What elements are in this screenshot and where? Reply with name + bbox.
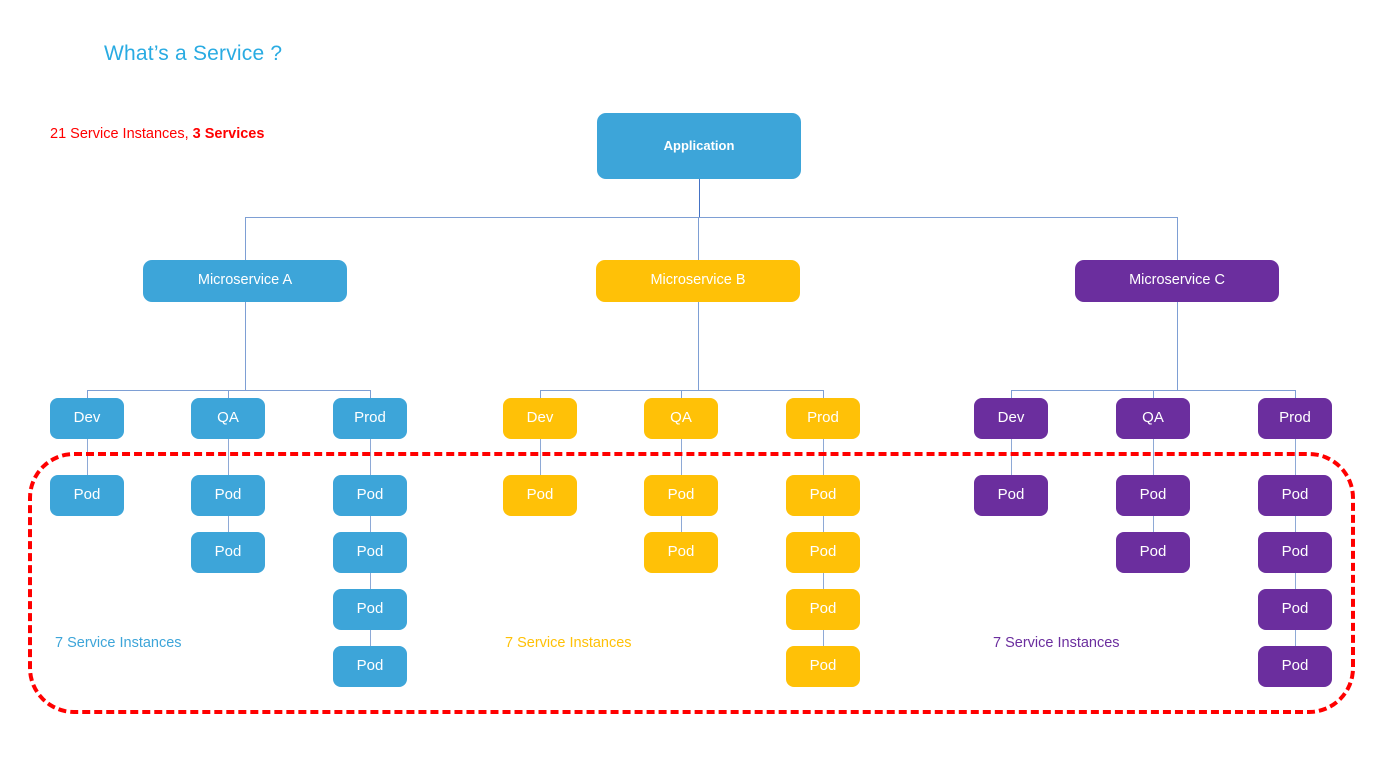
connector-pod-link-b-0-0 <box>540 439 541 475</box>
connector-pod-link-a-1-0 <box>228 439 229 475</box>
node-pod[interactable]: Pod <box>1116 475 1190 516</box>
connector-pod-link-c-2-3 <box>1295 630 1296 646</box>
node-microservice-b[interactable]: Microservice B <box>596 260 800 302</box>
connector-service-stem-b <box>698 302 699 390</box>
connector-pod-link-a-2-0 <box>370 439 371 475</box>
node-env-c-qa[interactable]: QA <box>1116 398 1190 439</box>
totals-emphasis: 3 Services <box>192 126 265 142</box>
node-pod[interactable]: Pod <box>191 532 265 573</box>
node-pod[interactable]: Pod <box>786 589 860 630</box>
connector-service-drop-c <box>1177 217 1178 260</box>
node-pod[interactable]: Pod <box>1258 589 1332 630</box>
node-env-b-dev[interactable]: Dev <box>503 398 577 439</box>
instances-label-b: 7 Service Instances <box>505 635 632 651</box>
node-pod[interactable]: Pod <box>786 532 860 573</box>
connector-env-drop-a-1 <box>228 390 229 398</box>
connector-env-drop-b-1 <box>681 390 682 398</box>
connector-pod-link-c-1-1 <box>1153 516 1154 532</box>
node-pod[interactable]: Pod <box>644 532 718 573</box>
connector-pod-link-c-2-0 <box>1295 439 1296 475</box>
node-pod[interactable]: Pod <box>191 475 265 516</box>
node-pod[interactable]: Pod <box>1258 475 1332 516</box>
node-env-a-dev[interactable]: Dev <box>50 398 124 439</box>
node-pod[interactable]: Pod <box>1258 646 1332 687</box>
connector-pod-link-a-2-2 <box>370 573 371 589</box>
connector-env-drop-c-1 <box>1153 390 1154 398</box>
node-pod[interactable]: Pod <box>1258 532 1332 573</box>
connector-pod-link-c-2-2 <box>1295 573 1296 589</box>
connector-service-drop-b <box>698 217 699 260</box>
connector-pod-link-b-2-2 <box>823 573 824 589</box>
connector-pod-link-a-2-1 <box>370 516 371 532</box>
connector-env-drop-b-2 <box>823 390 824 398</box>
node-pod[interactable]: Pod <box>786 475 860 516</box>
connector-pod-link-a-2-3 <box>370 630 371 646</box>
connector-service-stem-a <box>245 302 246 390</box>
node-pod[interactable]: Pod <box>333 646 407 687</box>
node-pod[interactable]: Pod <box>50 475 124 516</box>
node-pod[interactable]: Pod <box>786 646 860 687</box>
connector-app-trunk <box>699 179 700 217</box>
connector-pod-link-a-0-0 <box>87 439 88 475</box>
node-env-a-qa[interactable]: QA <box>191 398 265 439</box>
connector-pod-link-a-1-1 <box>228 516 229 532</box>
connector-pod-link-c-2-1 <box>1295 516 1296 532</box>
connector-service-stem-c <box>1177 302 1178 390</box>
node-env-a-prod[interactable]: Prod <box>333 398 407 439</box>
node-application[interactable]: Application <box>597 113 801 179</box>
totals-caption: 21 Service Instances, 3 Services <box>50 126 264 142</box>
node-env-b-prod[interactable]: Prod <box>786 398 860 439</box>
node-microservice-a[interactable]: Microservice A <box>143 260 347 302</box>
connector-pod-link-b-1-1 <box>681 516 682 532</box>
node-env-c-prod[interactable]: Prod <box>1258 398 1332 439</box>
node-pod[interactable]: Pod <box>333 475 407 516</box>
node-microservice-c[interactable]: Microservice C <box>1075 260 1279 302</box>
connector-env-drop-a-0 <box>87 390 88 398</box>
connector-env-drop-c-0 <box>1011 390 1012 398</box>
connector-env-drop-a-2 <box>370 390 371 398</box>
connector-env-drop-c-2 <box>1295 390 1296 398</box>
connector-pod-link-b-1-0 <box>681 439 682 475</box>
node-pod[interactable]: Pod <box>333 532 407 573</box>
connector-app-bus <box>245 217 1177 218</box>
connector-pod-link-b-2-1 <box>823 516 824 532</box>
connector-service-drop-a <box>245 217 246 260</box>
node-pod[interactable]: Pod <box>1116 532 1190 573</box>
connector-pod-link-c-1-0 <box>1153 439 1154 475</box>
connector-pod-link-c-0-0 <box>1011 439 1012 475</box>
totals-prefix: 21 Service Instances, <box>50 126 193 142</box>
node-pod[interactable]: Pod <box>333 589 407 630</box>
instances-label-c: 7 Service Instances <box>993 635 1120 651</box>
node-pod[interactable]: Pod <box>503 475 577 516</box>
connector-pod-link-b-2-3 <box>823 630 824 646</box>
node-env-b-qa[interactable]: QA <box>644 398 718 439</box>
instances-label-a: 7 Service Instances <box>55 635 182 651</box>
node-pod[interactable]: Pod <box>644 475 718 516</box>
connector-pod-link-b-2-0 <box>823 439 824 475</box>
connector-env-drop-b-0 <box>540 390 541 398</box>
node-pod[interactable]: Pod <box>974 475 1048 516</box>
node-env-c-dev[interactable]: Dev <box>974 398 1048 439</box>
page-title: What’s a Service ? <box>104 42 283 65</box>
